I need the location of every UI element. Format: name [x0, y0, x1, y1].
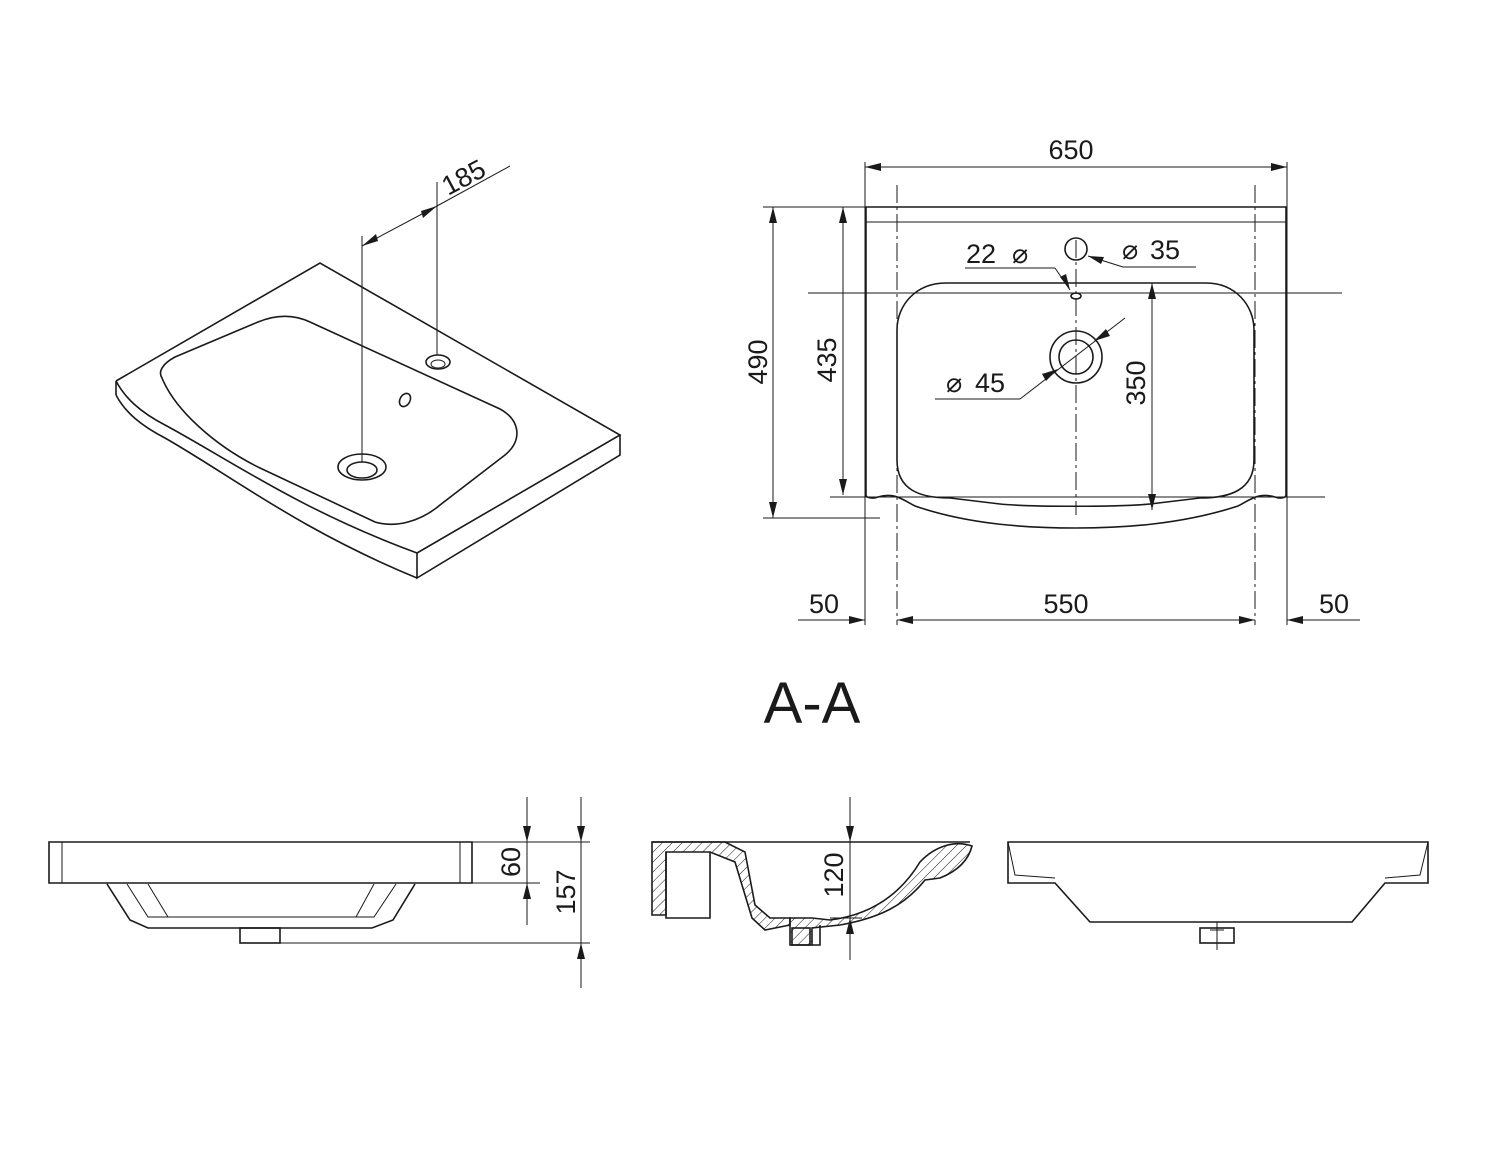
dim-185-label: 185 — [437, 154, 491, 202]
dim-350-label: 350 — [1121, 360, 1151, 405]
top-view: 650 490 435 350 50 550 50 22 ⌀ — [743, 135, 1360, 625]
dim-435-label: 435 — [812, 337, 842, 382]
isometric-view: 185 — [115, 154, 622, 580]
side-view — [1007, 841, 1429, 950]
overflow-dia-value: 22 — [966, 239, 996, 269]
dim-490-label: 490 — [743, 339, 773, 384]
section-title: A-A — [764, 671, 861, 736]
dim-120-label: 120 — [819, 852, 849, 897]
front-view: 60 157 — [48, 797, 590, 988]
dim-50-left-label: 50 — [809, 589, 839, 619]
overflow-dia-symbol: ⌀ — [1012, 239, 1028, 269]
dim-50-right-label: 50 — [1319, 589, 1349, 619]
drain-dia-value: 45 — [975, 368, 1005, 398]
drain-dia-symbol: ⌀ — [946, 368, 962, 398]
dim-60-label: 60 — [496, 847, 526, 877]
tap-hole-dia-symbol: ⌀ — [1122, 235, 1138, 265]
dim-157-label: 157 — [551, 869, 581, 914]
tap-hole-dia-value: 35 — [1150, 235, 1180, 265]
section-view: 120 — [651, 797, 973, 960]
dim-550-label: 550 — [1043, 589, 1088, 619]
dim-650-label: 650 — [1048, 135, 1093, 165]
